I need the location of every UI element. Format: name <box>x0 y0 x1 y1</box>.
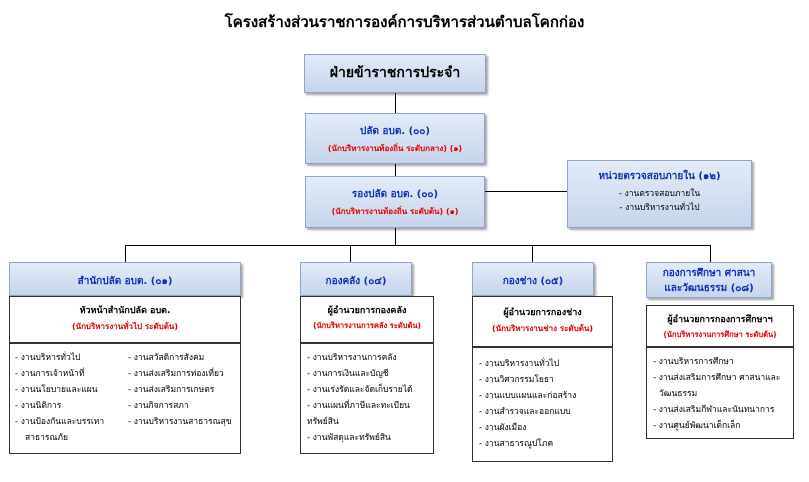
dept-tasks-education: - งานบริหารการศึกษา - งานส่งเสริมการศึกษ… <box>646 347 794 439</box>
deputy-palad-box: รองปลัด อบต. (๐๐) (นักบริหารงานท้องถิ่น … <box>305 176 485 228</box>
task-item: - งานวิศวกรรมโยธา <box>479 375 554 385</box>
deputy-palad-sub: (นักบริหารงานท้องถิ่น ระดับต้น) (๑) <box>331 207 459 216</box>
dept-header-label: กองช่าง (๐๕) <box>502 276 564 287</box>
deputy-palad-name: รองปลัด อบต. (๐๐) <box>351 189 439 200</box>
palad-sub: (นักบริหารงานท้องถิ่น ระดับกลาง) (๑) <box>327 144 463 153</box>
task-item: - งานสำรวจและออกแบบ <box>479 407 571 417</box>
task-item: - งานการเงินและบัญชี <box>307 369 389 379</box>
dept-tasks-finance: - งานบริหารงานการคลัง - งานการเงินและบัญ… <box>300 343 434 454</box>
dept-tasks-engineering: - งานบริหารงานทั่วไป - งานวิศวกรรมโยธา -… <box>472 347 613 462</box>
task-item: - งานการเจ้าหน้าที่ <box>15 369 85 379</box>
task-item: - งานบริหารงานทั่วไป <box>479 359 560 369</box>
task-item: - งานแบบแผนและก่อสร้าง <box>479 391 577 401</box>
task-list: - งานบริหารงานทั่วไป - งานวิศวกรรมโยธา -… <box>479 356 576 452</box>
palad-box: ปลัด อบต. (๐๐) (นักบริหารงานท้องถิ่น ระด… <box>305 113 485 164</box>
task-item: - งานป้องกันและบรรเทา <box>15 417 105 427</box>
task-item: - งานส่งเสริมการท่องเที่ยว <box>128 369 224 379</box>
task-item: - งานพัสดุและทรัพย์สิน <box>307 433 391 443</box>
internal-audit-item: - งานบริหารงานทั่วไป <box>619 203 700 213</box>
task-item: - งานนิติการ <box>15 401 62 411</box>
task-item: - งานแผนที่ภาษีและทะเบียน <box>307 401 410 411</box>
task-item: - งานกิจการสภา <box>128 401 189 411</box>
task-item: - งานสวัสดิการสังคม <box>128 353 205 363</box>
dept-header-label: กองคลัง (๐๔) <box>325 276 387 287</box>
dept-head-sub: (นักบริหารงานช่าง ระดับต้น) <box>491 324 594 333</box>
task-item: สาธารณภัย <box>25 433 68 443</box>
dept-head-education: ผู้อำนวยการกองการศึกษาฯ (นักบริหารงานการ… <box>646 305 794 347</box>
dept-head-engineering: ผู้อำนวยการกองช่าง (นักบริหารงานช่าง ระด… <box>472 296 613 347</box>
palad-name: ปลัด อบต. (๐๐) <box>360 126 430 137</box>
task-item: - งานบริหารการศึกษา <box>653 357 734 367</box>
dept-head-sub: (นักบริหารงานการศึกษา ระดับต้น) <box>663 330 777 339</box>
dept-head-sub: (นักบริหารงานทั่วไป ระดับต้น) <box>71 322 179 331</box>
connector <box>532 245 533 262</box>
task-item: - งานผังเมือง <box>479 423 527 433</box>
chart-title: โครงสร้างส่วนราชการองค์การบริหารส่วนตำบล… <box>224 13 585 31</box>
dept-header-label: และวัฒนธรรม (๐๘) <box>664 283 754 294</box>
task-item: - งานบริหารทั่วไป <box>15 353 81 363</box>
task-item: - งานเร่งรัดและจัดเก็บรายได้ <box>307 385 413 395</box>
connector <box>395 164 396 176</box>
dept-head-finance: ผู้อำนวยการกองคลัง (นักบริหารงานการคลัง … <box>300 296 434 343</box>
dept-tasks-office: - งานบริหารทั่วไป - งานการเจ้าหน้าที่ - … <box>9 343 241 454</box>
connector <box>350 245 351 262</box>
task-list: - งานบริหารงานการคลัง - งานการเงินและบัญ… <box>307 350 413 446</box>
connector <box>395 93 396 113</box>
dept-head-title: ผู้อำนวยการกองช่าง <box>503 308 582 318</box>
task-item: - งานส่งเสริมการศึกษา ศาสนาและ <box>653 373 781 383</box>
task-item: - งานศูนย์พัฒนาเด็กเล็ก <box>653 421 741 431</box>
task-list: - งานสวัสดิการสังคม - งานส่งเสริมการท่อง… <box>128 350 232 430</box>
connector <box>485 191 567 192</box>
internal-audit-item: - งานตรวจสอบภายใน <box>618 189 701 199</box>
dept-header-label: กองการศึกษา ศาสนา <box>662 268 756 279</box>
dept-head-title: ผู้อำนวยการกองการศึกษาฯ <box>667 315 773 325</box>
connector <box>125 245 126 262</box>
task-item: วัฒนธรรม <box>659 389 698 399</box>
task-list: - งานบริหารทั่วไป - งานการเจ้าหน้าที่ - … <box>15 350 104 446</box>
task-item: - งานสาธารณูปโภค <box>479 439 554 449</box>
task-list: - งานบริหารการศึกษา - งานส่งเสริมการศึกษ… <box>653 354 780 434</box>
task-item: - งานนโยบายและแผน <box>15 385 98 395</box>
regular-staff-box: ฝ่ายข้าราชการประจำ <box>304 54 486 93</box>
dept-header-finance: กองคลัง (๐๔) <box>300 262 412 296</box>
task-item: - งานบริหารงานสาธารณสุข <box>128 417 232 427</box>
connector <box>125 245 711 246</box>
dept-head-title: หัวหน้าสำนักปลัด อบต. <box>79 306 171 316</box>
task-item: - งานบริหารงานการคลัง <box>307 353 397 363</box>
task-item: ทรัพย์สิน <box>307 417 339 427</box>
connector <box>395 228 396 245</box>
task-item: - งานส่งเสริมกีฬาและนันทนาการ <box>653 405 775 415</box>
dept-head-title: ผู้อำนวยการกองคลัง <box>327 306 407 316</box>
dept-head-sub: (นักบริหารงานการคลัง ระดับต้น) <box>313 321 421 330</box>
dept-header-office: สำนักปลัด อบต. (๐๑) <box>9 262 241 296</box>
dept-head-office: หัวหน้าสำนักปลัด อบต. (นักบริหารงานทั่วไ… <box>9 296 241 343</box>
connector <box>710 245 711 262</box>
task-item: - งานส่งเสริมการเกษตร <box>128 385 215 395</box>
dept-header-label: สำนักปลัด อบต. (๐๑) <box>77 276 173 287</box>
internal-audit-name: หน่วยตรวจสอบภายใน (๑๒) <box>598 171 721 182</box>
dept-header-engineering: กองช่าง (๐๕) <box>472 262 594 296</box>
dept-header-education: กองการศึกษา ศาสนา และวัฒนธรรม (๐๘) <box>646 262 772 298</box>
internal-audit-box: หน่วยตรวจสอบภายใน (๑๒) - งานตรวจสอบภายใน… <box>567 160 752 228</box>
